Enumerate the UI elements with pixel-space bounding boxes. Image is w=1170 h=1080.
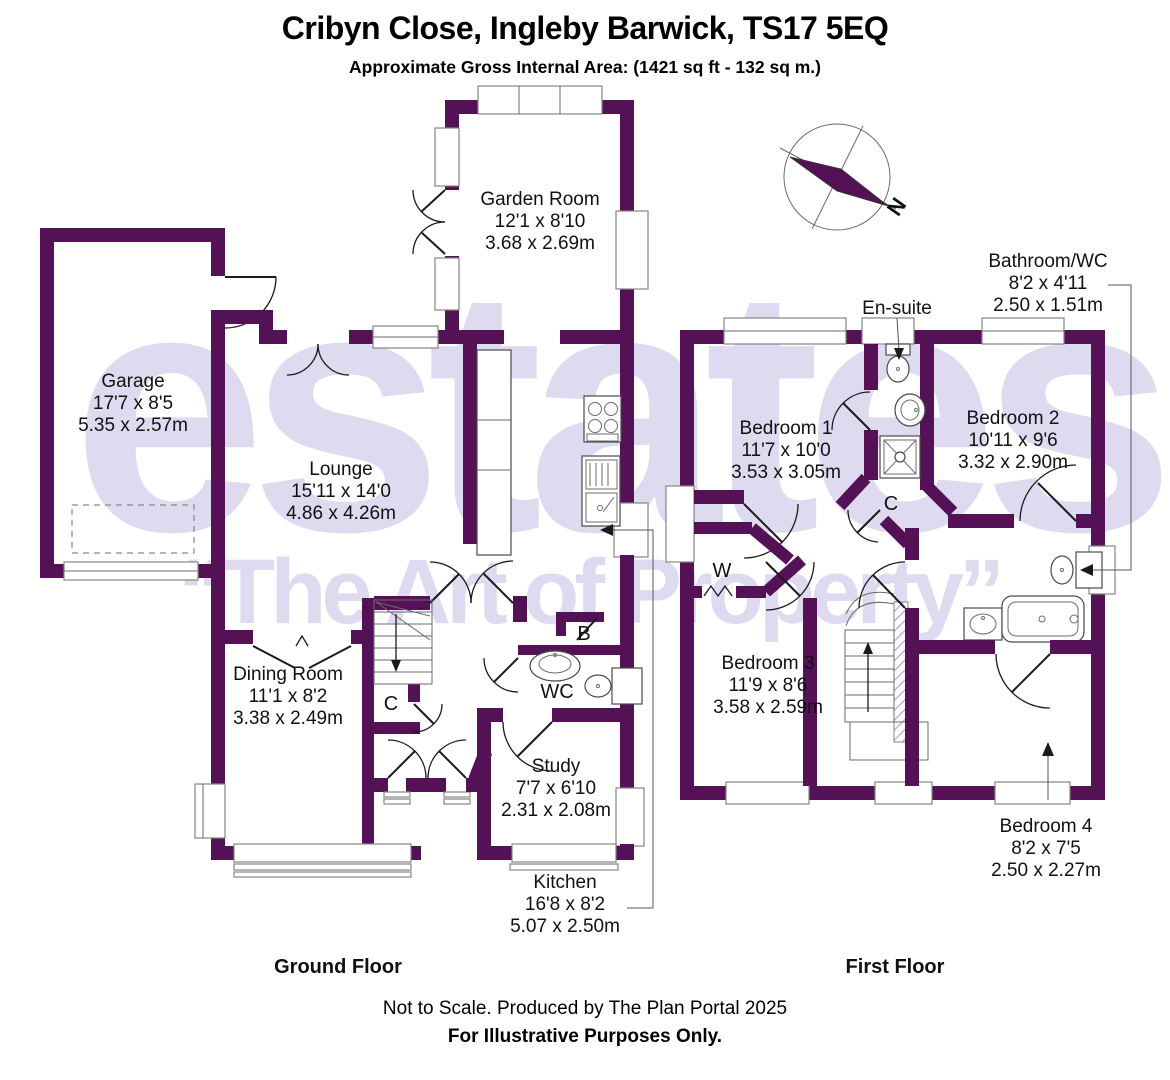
room-label-wardrobe: W (712, 560, 732, 582)
room-label-lounge: Lounge 15'11 x 14'0 4.86 x 4.26m (286, 459, 396, 524)
page-title: Cribyn Close, Ingleby Barwick, TS17 5EQ (281, 10, 889, 46)
hob-icon (583, 395, 622, 443)
room-label-ensuite: En-suite (862, 298, 932, 319)
room-label-dining-room: Dining Room 11'1 x 8'2 3.38 x 2.49m (233, 664, 343, 729)
kitchen-counter (476, 349, 512, 556)
wardrobe-rail-icon (703, 584, 733, 598)
footer-illustrative-note: For Illustrative Purposes Only. (447, 1026, 723, 1047)
room-label-bedroom1: Bedroom 1 11'7 x 10'0 3.53 x 3.05m (731, 418, 841, 483)
ensuite-basin-icon (894, 393, 926, 427)
room-label-bedroom3: Bedroom 3 11'9 x 8'6 3.58 x 2.59m (713, 653, 823, 718)
footer-disclaimer: Not to Scale. Produced by The Plan Porta… (382, 998, 788, 1019)
room-label-bedroom4: Bedroom 4 8'2 x 7'5 2.50 x 2.27m (991, 816, 1101, 881)
ground-floor-plan (40, 85, 654, 909)
staircase-ground (373, 599, 433, 685)
room-label-garden-room: Garden Room 12'1 x 8'10 3.68 x 2.69m (480, 189, 600, 254)
wc-toilet-icon (584, 667, 643, 705)
room-label-wc: WC (540, 681, 574, 703)
kitchen-sink-icon (581, 455, 621, 527)
room-label-bathroom-wc: Bathroom/WC 8'2 x 4'11 2.50 x 1.51m (988, 251, 1108, 316)
room-label-cupboard-ground: C (383, 693, 399, 715)
first-floor-plan (665, 284, 1132, 805)
bathroom-basin-icon (963, 607, 1003, 641)
garage-parking-outline (71, 504, 195, 554)
wc-basin-icon (529, 650, 581, 682)
room-label-bedroom2: Bedroom 2 10'11 x 9'6 3.32 x 2.90m (958, 408, 1068, 473)
compass-icon (779, 123, 897, 231)
room-label-study: Study 7'7 x 6'10 2.31 x 2.08m (501, 756, 611, 821)
room-label-cupboard-first: C (883, 493, 899, 515)
room-label-garage: Garage 17'7 x 8'5 5.35 x 2.57m (78, 371, 188, 436)
page-subtitle: Approximate Gross Internal Area: (1421 s… (349, 57, 821, 77)
first-floor-caption: First Floor (845, 956, 945, 978)
shower-icon (879, 435, 921, 479)
room-label-boiler: B (577, 623, 591, 645)
ground-floor-caption: Ground Floor (274, 956, 402, 978)
bathtub-icon (1001, 595, 1085, 643)
staircase-first (844, 591, 929, 761)
room-label-kitchen: Kitchen 16'8 x 8'2 5.07 x 2.50m (510, 872, 620, 937)
